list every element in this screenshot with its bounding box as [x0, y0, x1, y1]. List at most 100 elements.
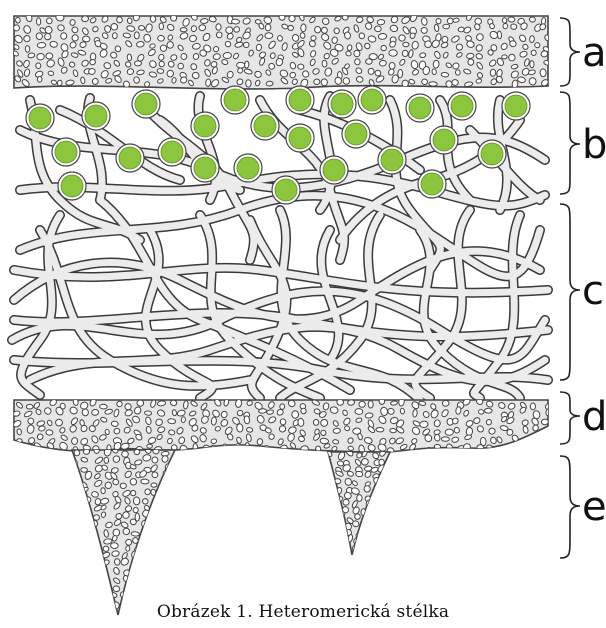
cortex-cell	[530, 61, 534, 68]
cortex-cell	[114, 558, 121, 565]
cortex-cell	[163, 561, 171, 569]
cortex-cell	[103, 546, 109, 552]
cortex-cell	[368, 502, 377, 510]
algal-cell	[194, 115, 216, 137]
cortex-cell	[131, 531, 140, 536]
cortex-cell	[528, 436, 536, 444]
cortex-cell	[73, 592, 80, 599]
cortex-cell	[147, 444, 153, 448]
algal-cell	[29, 107, 51, 129]
cortex-cell	[243, 42, 249, 48]
cortex-cell	[324, 549, 334, 559]
cortex-cell	[160, 570, 168, 578]
cortex-cell	[370, 513, 380, 523]
cortex-cell	[369, 521, 377, 529]
cortex-cell	[159, 23, 164, 30]
cortex-cell	[82, 409, 89, 416]
cortex-cell	[347, 399, 355, 406]
cortex-cell	[331, 37, 338, 44]
cortex-cell	[361, 541, 370, 550]
cortex-cell	[134, 32, 139, 39]
brace-b	[560, 92, 580, 194]
cortex-cell	[326, 473, 332, 480]
cortex-cell	[181, 53, 187, 59]
cortex-cell	[170, 400, 177, 406]
cortex-cell	[502, 55, 508, 59]
cortex-cell	[390, 428, 397, 433]
cortex-cell	[326, 528, 333, 536]
cortex-cell	[324, 500, 331, 507]
cortex-cell	[451, 79, 458, 86]
algal-cell	[194, 157, 216, 179]
cortex-cell	[74, 537, 80, 544]
algal-cell	[61, 175, 83, 197]
cortex-cell	[149, 545, 158, 553]
cortex-cell	[138, 25, 145, 30]
algal-cell	[323, 159, 345, 181]
cortex-cell	[332, 439, 338, 444]
cortex-cell	[82, 592, 89, 599]
cortex-cell	[542, 446, 548, 453]
cortex-cell	[353, 50, 360, 57]
cortex-cell	[374, 26, 381, 32]
cortex-cell	[81, 554, 88, 562]
cortex-cell	[298, 418, 304, 426]
cortex-cell	[131, 576, 138, 583]
cortex-cell	[126, 546, 130, 552]
cortex-cell	[142, 539, 149, 546]
cortex-cell	[44, 33, 51, 40]
cortex-cell	[379, 398, 386, 405]
cortex-cell	[81, 542, 91, 550]
algal-cell	[345, 123, 367, 145]
cortex-cell	[545, 437, 552, 444]
cortex-cell	[16, 429, 21, 436]
cortex-cell	[361, 551, 369, 558]
medulla-hyphae	[12, 96, 548, 400]
cortex-cell	[333, 428, 341, 434]
cortex-cell	[333, 545, 342, 554]
cortex-cell	[73, 574, 81, 582]
cortex-cell	[532, 443, 538, 450]
cortex-cell	[163, 519, 169, 528]
cortex-cell	[125, 587, 132, 593]
cortex-cell	[360, 523, 370, 533]
cortex-cell	[71, 526, 77, 533]
cortex-cell	[432, 69, 437, 75]
cortex-cell	[132, 561, 139, 569]
cortex-cell	[246, 80, 252, 87]
cortex-cell	[442, 36, 449, 43]
cortex-cell	[163, 582, 172, 591]
cortex-cell	[137, 400, 144, 407]
cortex-cell	[36, 18, 40, 25]
cortex-cell	[152, 569, 161, 577]
cortex-cell	[378, 522, 385, 529]
cortex-cell	[145, 577, 153, 585]
cortex-cell	[327, 488, 333, 494]
cortex-cell	[502, 18, 507, 24]
cortex-cell	[398, 34, 406, 41]
cortex-cell	[92, 550, 99, 558]
cortex-cell	[325, 509, 332, 518]
cortex-cell	[313, 79, 320, 85]
algal-cell	[224, 89, 246, 111]
cortex-cell	[23, 444, 31, 452]
cortex-cell	[236, 62, 245, 68]
cortex-cell	[420, 421, 429, 428]
cortex-cell	[540, 69, 547, 77]
cortex-cell	[342, 552, 351, 561]
cortex-cell	[163, 496, 169, 504]
cortex-cell	[421, 27, 428, 34]
cortex-cell	[162, 578, 169, 584]
algal-cell	[409, 97, 431, 119]
cortex-cell	[152, 528, 160, 536]
cortex-cell	[362, 528, 367, 536]
cortex-cell	[429, 82, 438, 87]
cortex-cell	[382, 538, 390, 544]
cortex-cell	[354, 58, 360, 65]
cortex-cell	[46, 53, 53, 60]
cortex-cell	[15, 17, 21, 23]
cortex-cell	[71, 437, 78, 445]
cortex-cell	[82, 36, 90, 42]
cortex-cell	[139, 545, 149, 554]
